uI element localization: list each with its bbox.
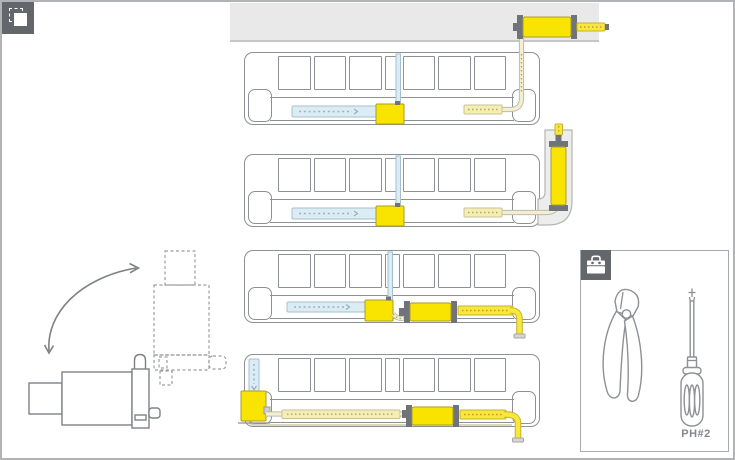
- door-panel: [349, 55, 382, 90]
- door-panel-narrow: [384, 157, 400, 192]
- door-panel-narrow: [384, 253, 400, 288]
- rail-end-right: [512, 191, 536, 224]
- rail-line: [270, 119, 514, 121]
- cabinet-step-4: [244, 354, 540, 427]
- cabinet-doors: [278, 253, 506, 288]
- cabinet-doors: [278, 357, 506, 392]
- rail-end-left: [248, 287, 272, 320]
- cabinet-doors: [278, 157, 506, 192]
- control-box-vertical-dashed: [153, 250, 227, 386]
- cabinet-step-3: [244, 250, 540, 323]
- screwdriver-size-label: PH#2: [681, 428, 711, 440]
- duplicate-icon: [2, 2, 34, 34]
- rail-line: [270, 199, 514, 200]
- rail-line: [270, 399, 514, 400]
- rail-end-left: [248, 191, 272, 224]
- door-panel: [349, 157, 382, 192]
- rotate-arrow: [48, 267, 137, 352]
- control-box-horizontal-solid: [28, 353, 161, 429]
- duplicate-icon-front-square: [14, 13, 27, 26]
- cabinet-step-1: [244, 52, 540, 125]
- door-panel: [278, 55, 311, 90]
- rail-line: [270, 317, 514, 319]
- mounting-orientation-note: [28, 250, 227, 429]
- rail-line: [270, 221, 514, 223]
- rail-line: [270, 421, 514, 423]
- door-panel: [313, 253, 346, 288]
- door-panel: [313, 357, 346, 392]
- door-panel: [313, 55, 346, 90]
- cabinet-step-2: [244, 154, 540, 227]
- door-panel: [438, 357, 471, 392]
- rail-end-right: [512, 287, 536, 320]
- door-panel: [278, 157, 311, 192]
- door-panel: [278, 357, 311, 392]
- door-panel-narrow: [384, 357, 400, 392]
- door-panel: [438, 253, 471, 288]
- door-panel: [313, 157, 346, 192]
- cabinet-doors: [278, 55, 506, 90]
- door-panel: [473, 157, 506, 192]
- door-panel: [349, 357, 382, 392]
- rail-line: [270, 97, 514, 98]
- inline-driver: [550, 146, 567, 206]
- door-panel: [473, 253, 506, 288]
- rail-end-left: [248, 89, 272, 122]
- rail-end-right: [512, 89, 536, 122]
- wall-conduit: [537, 129, 573, 226]
- rail-end-left: [248, 391, 272, 424]
- door-panel: [402, 357, 435, 392]
- required-tools-panel: [580, 250, 729, 452]
- door-panel: [473, 55, 506, 90]
- door-panel: [349, 253, 382, 288]
- ceiling-band: [230, 3, 599, 42]
- toolbox-icon: [581, 250, 611, 280]
- door-panel: [402, 157, 435, 192]
- door-panel: [402, 55, 435, 90]
- door-panel: [438, 55, 471, 90]
- door-panel: [473, 357, 506, 392]
- door-panel: [402, 253, 435, 288]
- door-panel: [438, 157, 471, 192]
- rail-line: [270, 295, 514, 296]
- door-panel-narrow: [384, 55, 400, 90]
- rail-end-right: [512, 391, 536, 424]
- door-panel: [278, 253, 311, 288]
